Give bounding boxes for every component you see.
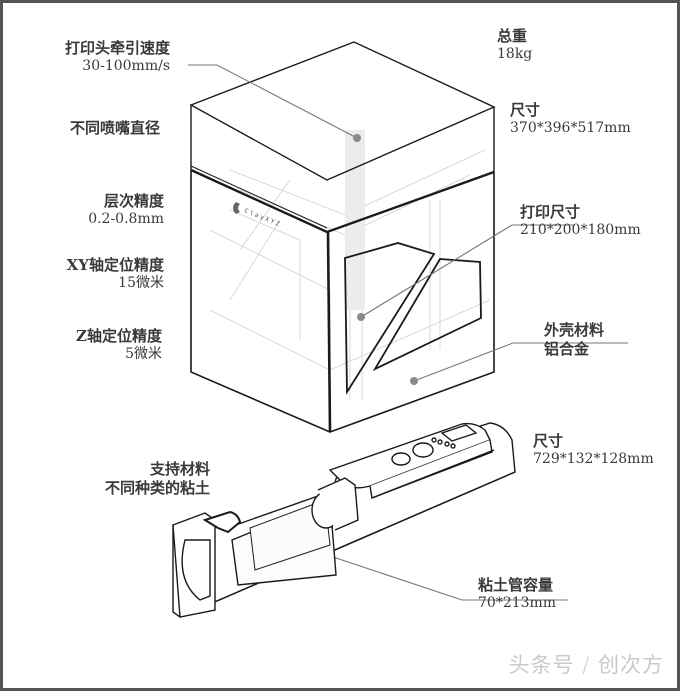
nozzle-label: 不同喷嘴直径 bbox=[69, 119, 160, 137]
shell-material-label: 外壳材料 铝合金 bbox=[544, 321, 605, 358]
print-size-label: 打印尺寸 210*200*180mm bbox=[520, 203, 641, 238]
printer-body bbox=[189, 41, 496, 433]
layer-precision-label: 层次精度 0.2-0.8mm bbox=[88, 192, 164, 227]
print-head-column bbox=[345, 130, 365, 310]
clay-extruder bbox=[172, 422, 516, 618]
head-speed-label: 打印头牵引速度 30-100mm/s bbox=[64, 39, 170, 74]
weight-label: 总重 18kg bbox=[497, 27, 533, 62]
z-precision-label: Z轴定位精度 5微米 bbox=[76, 327, 162, 362]
printer-size-label: 尺寸 370*396*517mm bbox=[510, 101, 631, 136]
tube-capacity-label: 粘土管容量 70*213mm bbox=[478, 576, 557, 611]
leader-lines bbox=[188, 64, 628, 601]
watermark: 头条号 / 创次方 bbox=[508, 653, 664, 677]
xy-precision-label: XY轴定位精度 15微米 bbox=[66, 256, 164, 291]
extruder-size-label: 尺寸 729*132*128mm bbox=[533, 432, 654, 467]
material-label: 支持材料 不同种类的粘土 bbox=[104, 460, 210, 497]
